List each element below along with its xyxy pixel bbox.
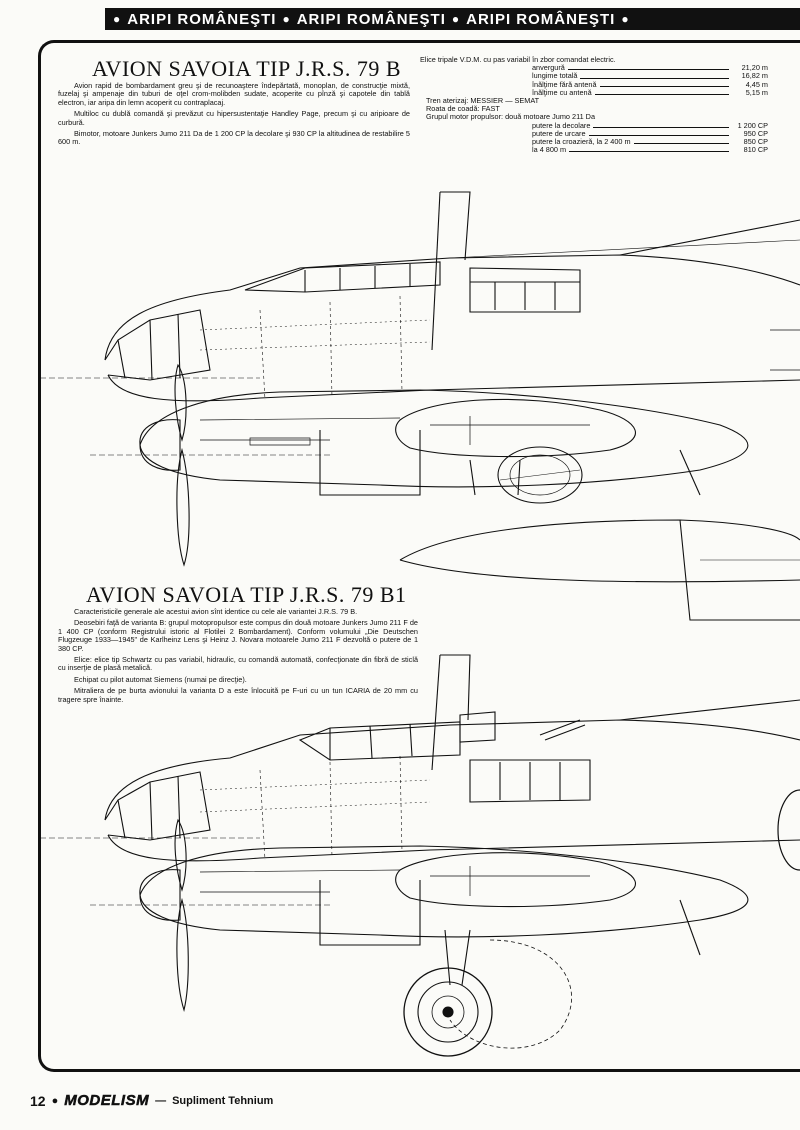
page-footer: 12 ● MODELISM — Supliment Tehnium — [30, 1092, 274, 1110]
paragraph: Avion rapid de bombardament greu şi de r… — [58, 81, 410, 107]
section-b1-title: AVION SAVOIA TIP J.R.S. 79 B1 — [86, 582, 407, 607]
paragraph: Echipat cu pilot automat Siemens (numai … — [74, 674, 247, 684]
page-frame — [38, 40, 800, 1072]
section-b1-text: Caracteristicile generale ale acestui av… — [58, 607, 418, 707]
paragraph: Elice: elice tip Schwartz cu pas variabi… — [58, 655, 418, 673]
paragraph: Caracteristicile generale ale acestui av… — [74, 607, 358, 616]
section-banner: ● ARIPI ROMÂNEŞTI ● ARIPI ROMÂNEŞTI ● AR… — [105, 8, 800, 30]
page-number: 12 — [30, 1092, 46, 1109]
aircraft-b1-drawing — [40, 654, 800, 1057]
magazine-logo: MODELISM — [64, 1092, 150, 1110]
banner-item: ARIPI ROMÂNEŞTI — [466, 10, 616, 28]
paragraph: Multiloc cu dublă comandă şi prevăzut cu… — [58, 109, 410, 127]
paragraph: Mitraliera de pe burta avionului la vari… — [58, 686, 418, 704]
spec-block: Elice tripale V.D.M. cu pas variabil în … — [418, 55, 768, 155]
bullet-icon: ● — [113, 12, 122, 26]
supplement-label: Supliment Tehnium — [172, 1094, 274, 1107]
spec-intro: Elice tripale V.D.M. cu pas variabil în … — [420, 55, 616, 64]
banner-item: ARIPI ROMÂNEŞTI — [127, 10, 277, 28]
section-b-title: AVION SAVOIA TIP J.R.S. 79 B — [92, 56, 402, 81]
section-b-text: Avion rapid de bombardament greu şi de r… — [58, 81, 410, 150]
aircraft-b-drawing — [40, 191, 800, 621]
paragraph: Deosebiri faţă de varianta B: grupul mot… — [58, 618, 418, 653]
bullet-icon: ● — [282, 12, 291, 26]
bullet-icon: ● — [451, 12, 461, 26]
spec-line: Roata de coadă: FAST — [426, 104, 500, 114]
bullet-icon: ● — [51, 1094, 59, 1107]
footer-dash: — — [155, 1094, 167, 1107]
spec-line: Grupul motor propulsor: două motoare Jum… — [426, 112, 595, 122]
banner-item: ARIPI ROMÂNEŞTI — [296, 10, 446, 28]
spec-line: Tren aterizaj: MESSIER — SEMAT — [426, 96, 540, 106]
paragraph: Bimotor, motoare Junkers Jumo 211 Da de … — [58, 129, 410, 147]
bullet-icon: ● — [621, 12, 630, 26]
